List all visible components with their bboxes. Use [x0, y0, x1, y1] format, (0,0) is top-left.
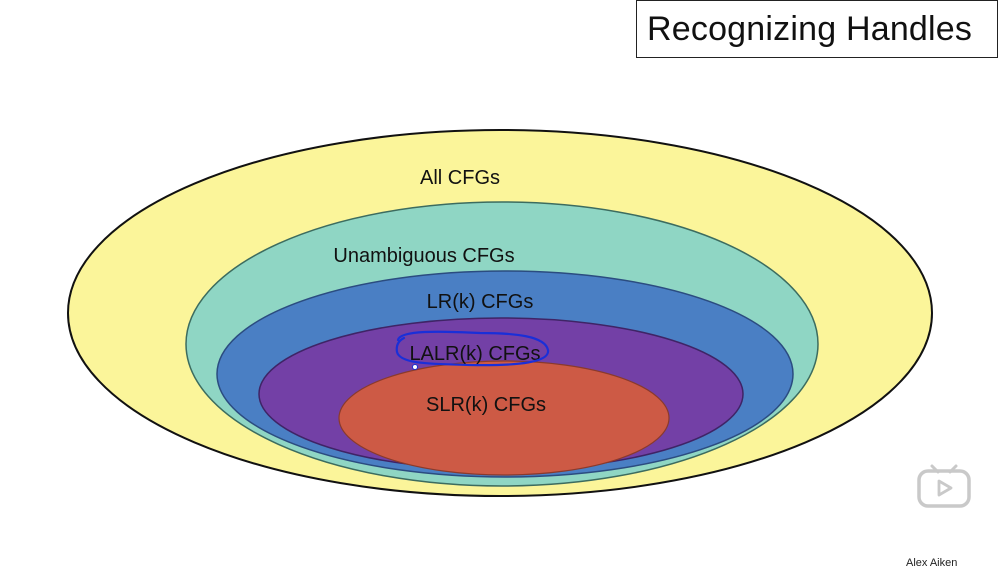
author-credit: Alex Aiken: [906, 557, 958, 569]
label-unambiguous-cfgs: Unambiguous CFGs: [333, 245, 514, 267]
label-all-cfgs: All CFGs: [420, 167, 500, 189]
pen-cursor-dot: [412, 364, 418, 370]
set-slr-cfgs: [338, 360, 670, 476]
slide-title: Recognizing Handles: [647, 9, 973, 48]
label-lalr-cfgs: LALR(k) CFGs: [409, 343, 540, 365]
label-slr-cfgs: SLR(k) CFGs: [426, 394, 546, 416]
label-lr-cfgs: LR(k) CFGs: [427, 291, 534, 313]
slide-title-box: Recognizing Handles: [636, 0, 998, 58]
pen-annotation-circle: [395, 330, 550, 367]
video-player-logo-icon: [917, 464, 971, 508]
